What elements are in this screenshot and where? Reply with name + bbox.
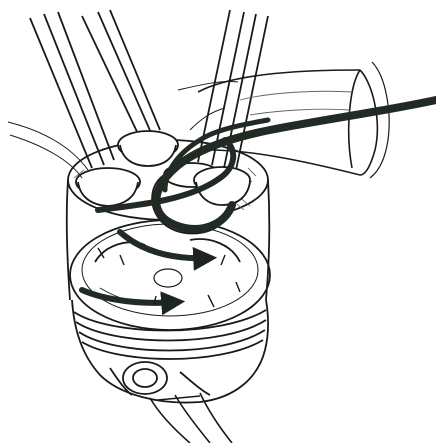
airflow-swirl: [82, 100, 436, 303]
intake-port: [198, 62, 389, 178]
piston-crown: [70, 220, 270, 330]
valve-right: [194, 10, 268, 205]
valve-center-left: [82, 10, 178, 166]
